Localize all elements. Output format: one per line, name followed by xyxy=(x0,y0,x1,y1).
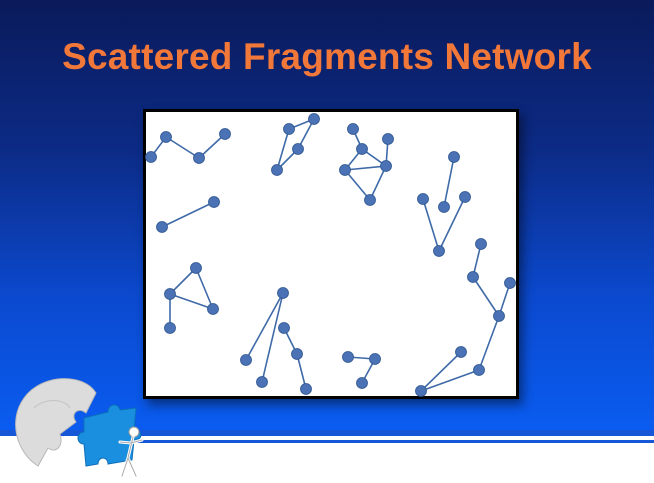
edge-7-0 xyxy=(245,292,284,361)
node-4-3 xyxy=(459,191,471,203)
edge-6-3 xyxy=(478,315,500,371)
edge-7-3 xyxy=(296,353,307,390)
node-3-1 xyxy=(208,196,220,208)
node-0-2 xyxy=(193,152,205,164)
node-6-1 xyxy=(467,271,479,283)
node-0-1 xyxy=(160,131,172,143)
edge-4-0 xyxy=(422,198,440,252)
edge-2-2 xyxy=(344,165,387,171)
node-4-4 xyxy=(433,245,445,257)
node-1-2 xyxy=(292,143,304,155)
node-0-0 xyxy=(145,151,157,163)
edge-2-4 xyxy=(369,165,387,201)
edge-5-2 xyxy=(169,293,214,310)
node-8-0 xyxy=(342,351,354,363)
node-0-3 xyxy=(219,128,231,140)
footer-rule xyxy=(0,430,654,436)
node-1-3 xyxy=(308,113,320,125)
puzzle-figure-icon xyxy=(15,378,144,478)
edge-4-2 xyxy=(443,156,455,208)
node-4-2 xyxy=(448,151,460,163)
node-6-3 xyxy=(493,310,505,322)
edge-5-1 xyxy=(195,267,214,310)
node-6-2 xyxy=(504,277,516,289)
edge-0-1 xyxy=(165,136,200,159)
node-4-0 xyxy=(417,193,429,205)
edge-6-5 xyxy=(420,351,462,392)
node-8-1 xyxy=(369,353,381,365)
node-4-1 xyxy=(438,201,450,213)
node-2-0 xyxy=(347,123,359,135)
edge-3-0 xyxy=(161,201,215,228)
slide-title: Scattered Fragments Network xyxy=(62,36,592,77)
node-2-5 xyxy=(364,194,376,206)
edge-4-1 xyxy=(438,196,466,252)
node-5-3 xyxy=(164,322,176,334)
node-2-1 xyxy=(356,143,368,155)
node-7-2 xyxy=(240,354,252,366)
footer-rule-thin xyxy=(120,440,654,443)
node-6-5 xyxy=(455,346,467,358)
edge-7-1 xyxy=(261,292,284,383)
node-1-1 xyxy=(283,123,295,135)
node-7-5 xyxy=(300,383,312,395)
node-8-2 xyxy=(356,377,368,389)
node-7-0 xyxy=(277,287,289,299)
node-7-1 xyxy=(278,322,290,334)
node-2-4 xyxy=(380,160,392,172)
node-6-4 xyxy=(473,364,485,376)
node-7-4 xyxy=(256,376,268,388)
edge-2-5 xyxy=(344,169,371,201)
node-6-6 xyxy=(415,385,427,397)
node-5-1 xyxy=(164,288,176,300)
node-1-0 xyxy=(271,164,283,176)
node-5-0 xyxy=(190,262,202,274)
node-2-3 xyxy=(339,164,351,176)
edge-1-0 xyxy=(276,128,290,171)
node-2-2 xyxy=(382,133,394,145)
node-3-0 xyxy=(156,221,168,233)
edge-6-4 xyxy=(420,369,480,392)
node-6-0 xyxy=(475,238,487,250)
node-7-3 xyxy=(291,348,303,360)
node-5-2 xyxy=(207,303,219,315)
edge-6-1 xyxy=(472,276,500,317)
edge-5-0 xyxy=(169,267,197,295)
